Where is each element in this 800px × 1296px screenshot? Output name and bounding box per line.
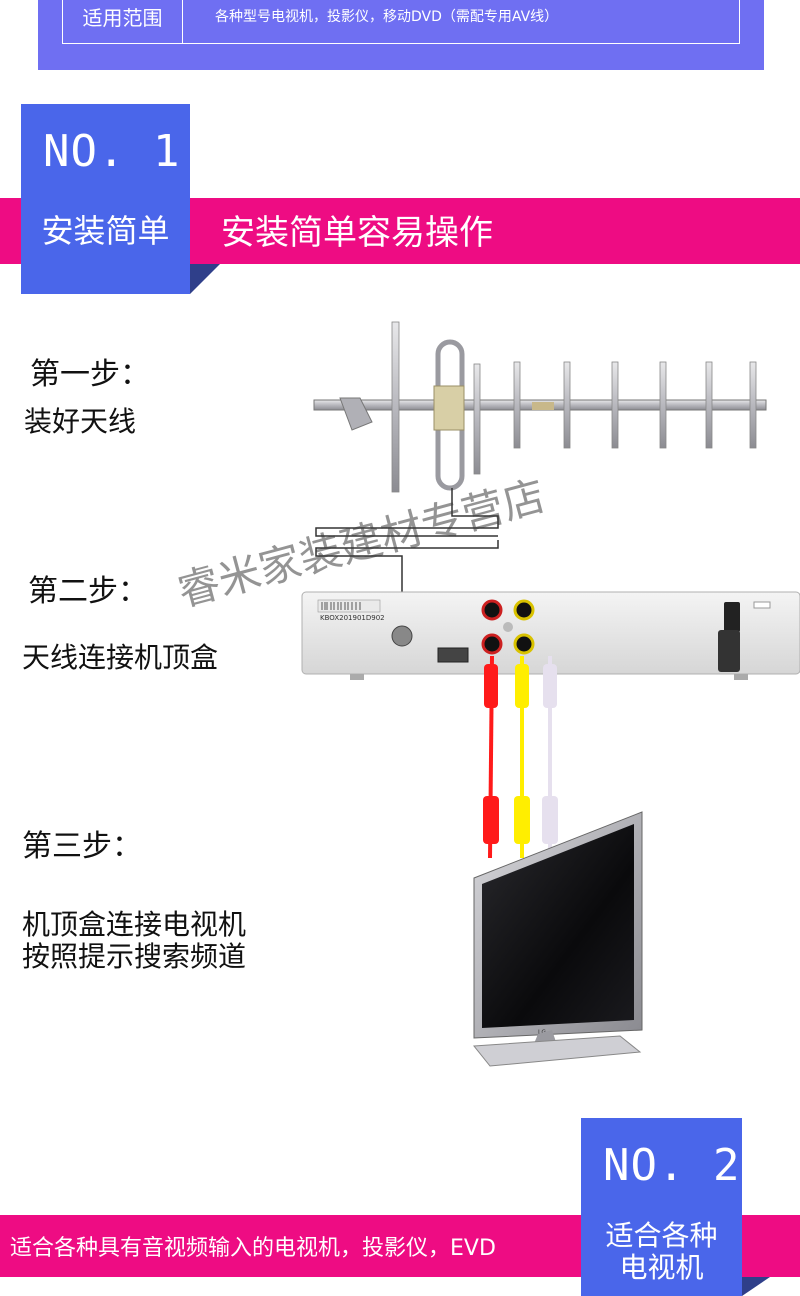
spec-table: 适用范围 各种型号电视机，投影仪，移动DVD（需配专用AV线）: [62, 0, 740, 44]
section2-shadow: [742, 1277, 770, 1296]
tv-icon: LG: [473, 811, 643, 1067]
section1-number: NO. 1: [43, 126, 181, 177]
step1-title: 第一步：: [30, 357, 150, 392]
spec-panel: [38, 0, 764, 70]
step3-title: 第三步：: [22, 829, 142, 864]
section1-banner-text: 安装简单容易操作: [221, 213, 493, 253]
installation-illustration: KBOX201901D902 LG: [301, 321, 800, 1067]
section1-box-title: 安装简单: [41, 212, 170, 250]
antenna-icon: [313, 321, 767, 493]
step2-title: 第二步：: [28, 574, 148, 609]
tv-brand: LG: [538, 1029, 546, 1036]
step3-desc-line1: 机顶盒连接电视机: [22, 908, 247, 941]
section1-shadow: [190, 264, 220, 294]
section2-number: NO. 2: [603, 1140, 741, 1191]
coax-cable-icon: [315, 488, 499, 618]
section2-banner-text: 适合各种具有音视频输入的电视机，投影仪，EVD: [10, 1236, 496, 1261]
section2-number-box: NO. 2 适合各种 电视机: [581, 1118, 742, 1296]
section1-number-box: NO. 1 安装简单: [21, 104, 190, 294]
box-serial: KBOX201901D902: [320, 614, 385, 622]
spec-value: 各种型号电视机，投影仪，移动DVD（需配专用AV线）: [215, 9, 559, 25]
section2-box-title-line1: 适合各种: [605, 1219, 718, 1252]
section2-box-title-line2: 电视机: [619, 1251, 704, 1284]
step1-desc: 装好天线: [24, 405, 137, 438]
step2-desc: 天线连接机顶盒: [22, 641, 219, 674]
spec-key: 适用范围: [63, 0, 183, 43]
step3-desc-line2: 按照提示搜索频道: [22, 940, 247, 973]
av-cable-icon: [483, 655, 558, 859]
